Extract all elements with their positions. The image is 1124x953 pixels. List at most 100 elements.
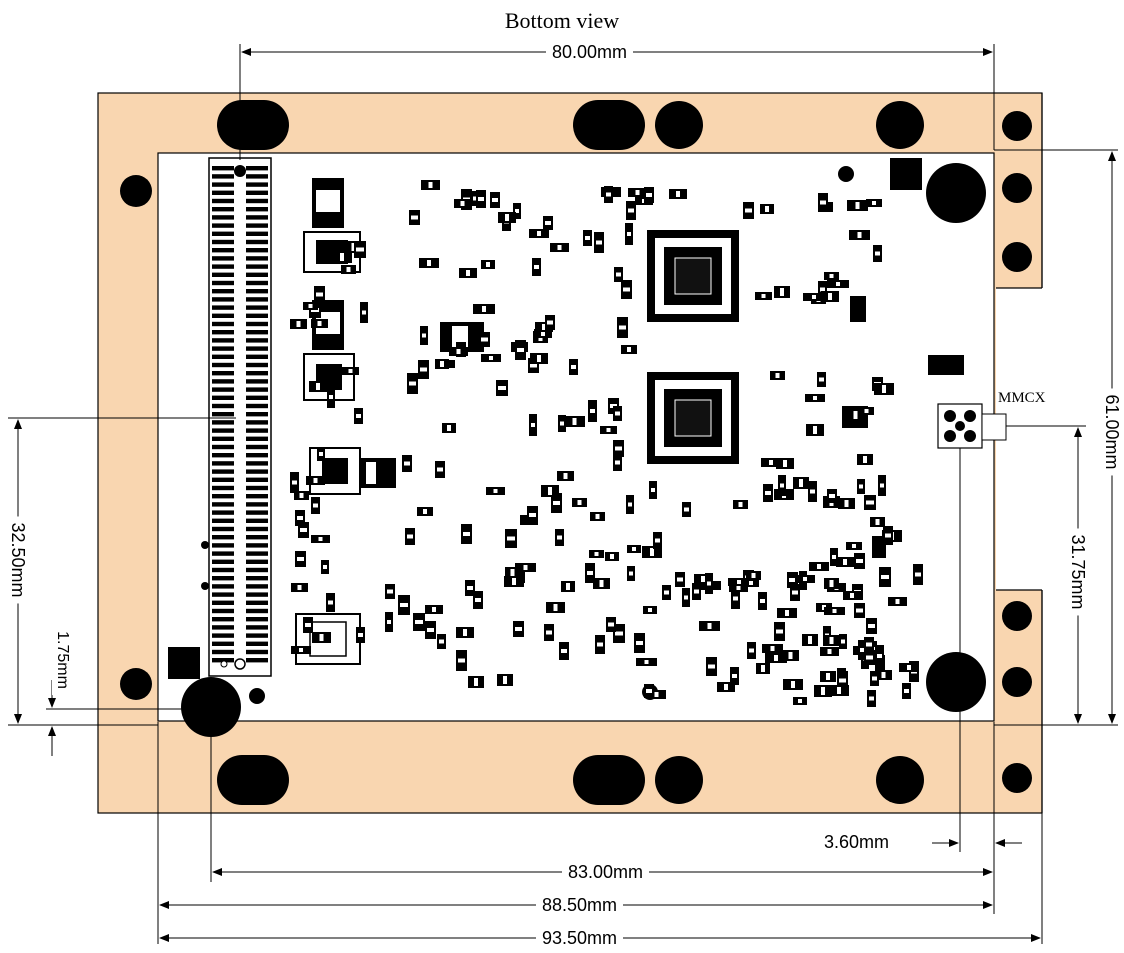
smd-part — [694, 574, 712, 584]
smd-part — [705, 573, 713, 594]
smd-part — [728, 578, 750, 586]
connector-pin — [212, 280, 234, 286]
connector-pin — [212, 584, 234, 589]
smd-part — [864, 637, 874, 652]
connector-pin — [212, 297, 234, 302]
smd-part — [530, 353, 548, 364]
connector-pin — [246, 166, 268, 171]
smd-part — [774, 622, 785, 641]
smd-part — [593, 578, 610, 589]
smd-part — [311, 497, 320, 514]
smd-part — [755, 292, 772, 300]
connector-pin — [246, 494, 268, 499]
smd-part — [505, 567, 520, 578]
smd-part — [290, 472, 299, 493]
connector-pin — [212, 231, 234, 236]
smd-part — [515, 340, 526, 360]
smd-part — [818, 193, 828, 212]
smd-part — [613, 440, 624, 457]
mmcx-label: MMCX — [998, 390, 1046, 406]
smd-part — [839, 634, 847, 649]
smd-part — [481, 260, 495, 269]
connector-pin — [212, 215, 234, 220]
smd-part — [644, 684, 654, 698]
smd-part — [473, 591, 483, 609]
smd-part — [332, 251, 352, 263]
inductor-1 — [312, 178, 344, 228]
smd-part — [613, 406, 622, 421]
smd-part — [589, 550, 604, 558]
smd-part — [312, 632, 331, 643]
smd-part — [837, 671, 848, 690]
smd-part — [306, 476, 325, 485]
smd-part — [456, 650, 467, 671]
connector-pin — [212, 625, 234, 630]
smd-part — [354, 241, 366, 258]
smd-part — [418, 360, 429, 379]
smd-part — [647, 690, 666, 699]
connector-pin — [246, 223, 268, 228]
smd-part — [805, 394, 825, 402]
smd-part — [437, 634, 446, 649]
smd-part — [298, 522, 309, 538]
smd-part — [803, 293, 825, 301]
smd-part — [529, 414, 537, 436]
connector-pin — [212, 453, 234, 458]
dimension-label-3-6mm: 3.60mm — [818, 832, 896, 852]
smd-part — [717, 682, 735, 692]
smd-part — [425, 621, 436, 639]
smd-part — [544, 624, 554, 641]
smd-part — [761, 458, 781, 467]
smd-part — [662, 585, 671, 600]
smd-part — [627, 545, 641, 553]
connector-pin — [212, 166, 234, 171]
smd-part — [699, 621, 720, 631]
smd-part — [626, 201, 636, 220]
connector-pin — [212, 207, 234, 212]
shield-block — [850, 296, 866, 322]
connector-pin — [246, 518, 268, 523]
smd-part — [821, 291, 839, 302]
connector-pin — [246, 272, 268, 277]
smd-part — [778, 475, 786, 496]
smd-part — [417, 507, 433, 516]
connector-pin — [246, 346, 268, 351]
smd-part — [456, 627, 474, 638]
connector-pin — [246, 182, 268, 187]
connector-pin — [212, 305, 234, 310]
smd-part — [541, 485, 559, 497]
smd-part — [551, 493, 562, 513]
smd-part — [303, 617, 313, 633]
smd-part — [413, 613, 425, 631]
connector-pin — [246, 264, 268, 269]
connector-pin — [246, 190, 268, 195]
connector-pin — [246, 403, 268, 409]
connector-pin — [246, 510, 268, 515]
smd-part — [481, 354, 501, 362]
connector-pin — [212, 321, 234, 327]
connector-pin — [246, 633, 268, 638]
smd-part — [706, 657, 717, 676]
smd-part — [838, 498, 855, 509]
smd-part — [823, 635, 840, 646]
smd-part — [321, 560, 329, 574]
smd-part — [291, 583, 308, 592]
smd-part — [675, 572, 685, 587]
smd-part — [787, 572, 798, 588]
smd-part — [621, 280, 632, 299]
smd-part — [314, 286, 325, 303]
smd-part — [857, 454, 873, 465]
connector-pin — [246, 477, 268, 482]
smd-part — [790, 584, 800, 601]
smd-part — [360, 302, 368, 323]
smd-part — [326, 593, 335, 612]
smd-part — [902, 683, 911, 699]
smd-part — [875, 645, 884, 667]
connector-pin — [246, 658, 268, 663]
smd-part — [820, 647, 839, 656]
connector-pin — [246, 526, 268, 532]
smd-part — [496, 380, 508, 396]
smd-part — [606, 617, 616, 632]
